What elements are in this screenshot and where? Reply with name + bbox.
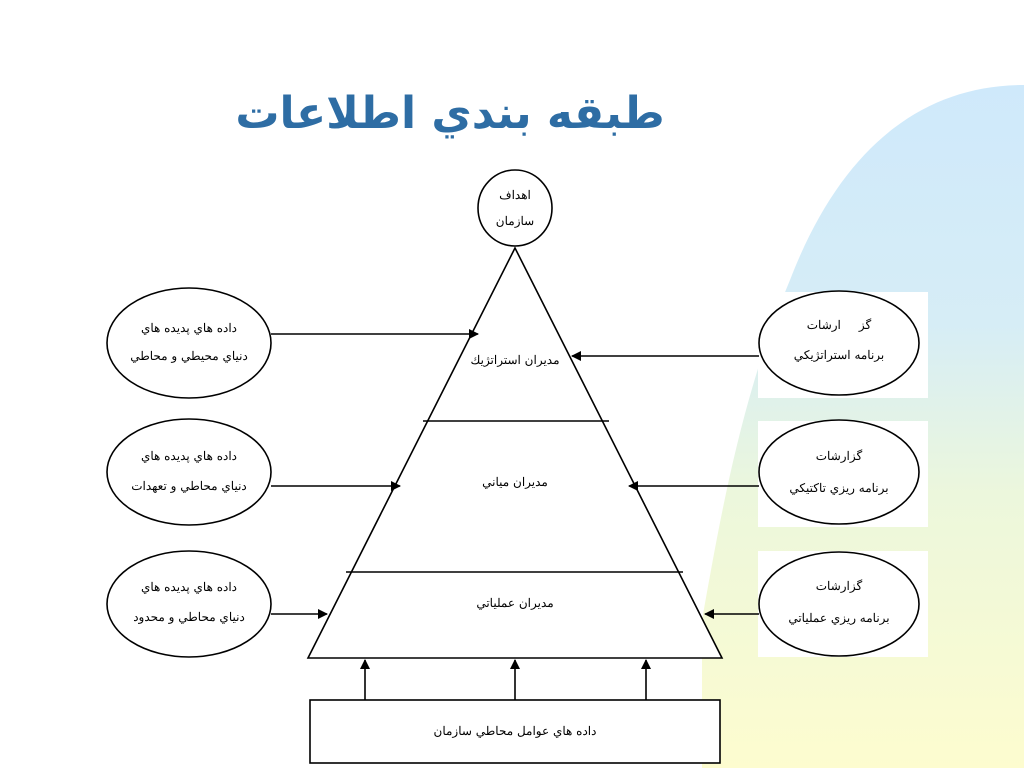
report-1-word-a: گز [858, 318, 872, 332]
input-ellipse-3 [106, 550, 272, 658]
report-1-word-b: ارشات [806, 318, 841, 332]
management-pyramid [306, 246, 724, 659]
input-ellipse-1 [106, 287, 272, 399]
level-middle-label: مديران مياني [482, 475, 548, 489]
report-label-1: گز ارشات برنامه استراتژيكي [759, 310, 919, 370]
goals-line-2: سازمان [495, 214, 535, 228]
input-ellipse-2 [106, 418, 272, 526]
level-strategic-label: مديران استراتژيك [470, 353, 560, 367]
report-2-line-1: گزارشات [815, 449, 863, 463]
page-title: طبقه بندي اطلاعات [235, 88, 665, 139]
input-label-3: داده هاي پديده هاي دنياي محاطي و محدود [107, 572, 271, 632]
input-label-1: داده هاي پديده هاي دنياي محيطي و محاطي [107, 314, 271, 370]
goals-label: اهداف سازمان [478, 182, 552, 234]
input-2-line-2: دنياي محاطي و تعهدات [131, 479, 247, 493]
environment-data-box [309, 699, 721, 764]
input-1-line-1: داده هاي پديده هاي [140, 321, 238, 335]
report-2-line-2: برنامه ريزي تاكتيكي [789, 481, 889, 495]
goals-circle [477, 169, 553, 247]
input-2-line-1: داده هاي پديده هاي [140, 449, 238, 463]
report-label-3: گزارشات برنامه ريزي عملياتي [759, 570, 919, 634]
report-label-2: گزارشات برنامه ريزي تاكتيكي [759, 440, 919, 504]
input-3-line-2: دنياي محاطي و محدود [133, 610, 245, 624]
report-1-line-2: برنامه استراتژيكي [793, 348, 885, 362]
report-3-line-1: گزارشات [815, 579, 863, 593]
input-1-line-2: دنياي محيطي و محاطي [130, 349, 248, 363]
environment-data-label: داده هاي عوامل محاطي سازمان [433, 724, 597, 738]
report-ellipse-2 [758, 419, 920, 525]
level-operational-label: مديران عملياتي [476, 596, 554, 610]
report-ellipse-1 [758, 290, 920, 396]
input-label-2: داده هاي پديده هاي دنياي محاطي و تعهدات [107, 441, 271, 501]
report-1-line-1: گز ارشات [759, 310, 919, 340]
report-ellipse-3 [758, 551, 920, 657]
input-3-line-1: داده هاي پديده هاي [140, 580, 238, 594]
goals-line-1: اهداف [499, 188, 531, 202]
report-3-line-2: برنامه ريزي عملياتي [788, 611, 890, 625]
